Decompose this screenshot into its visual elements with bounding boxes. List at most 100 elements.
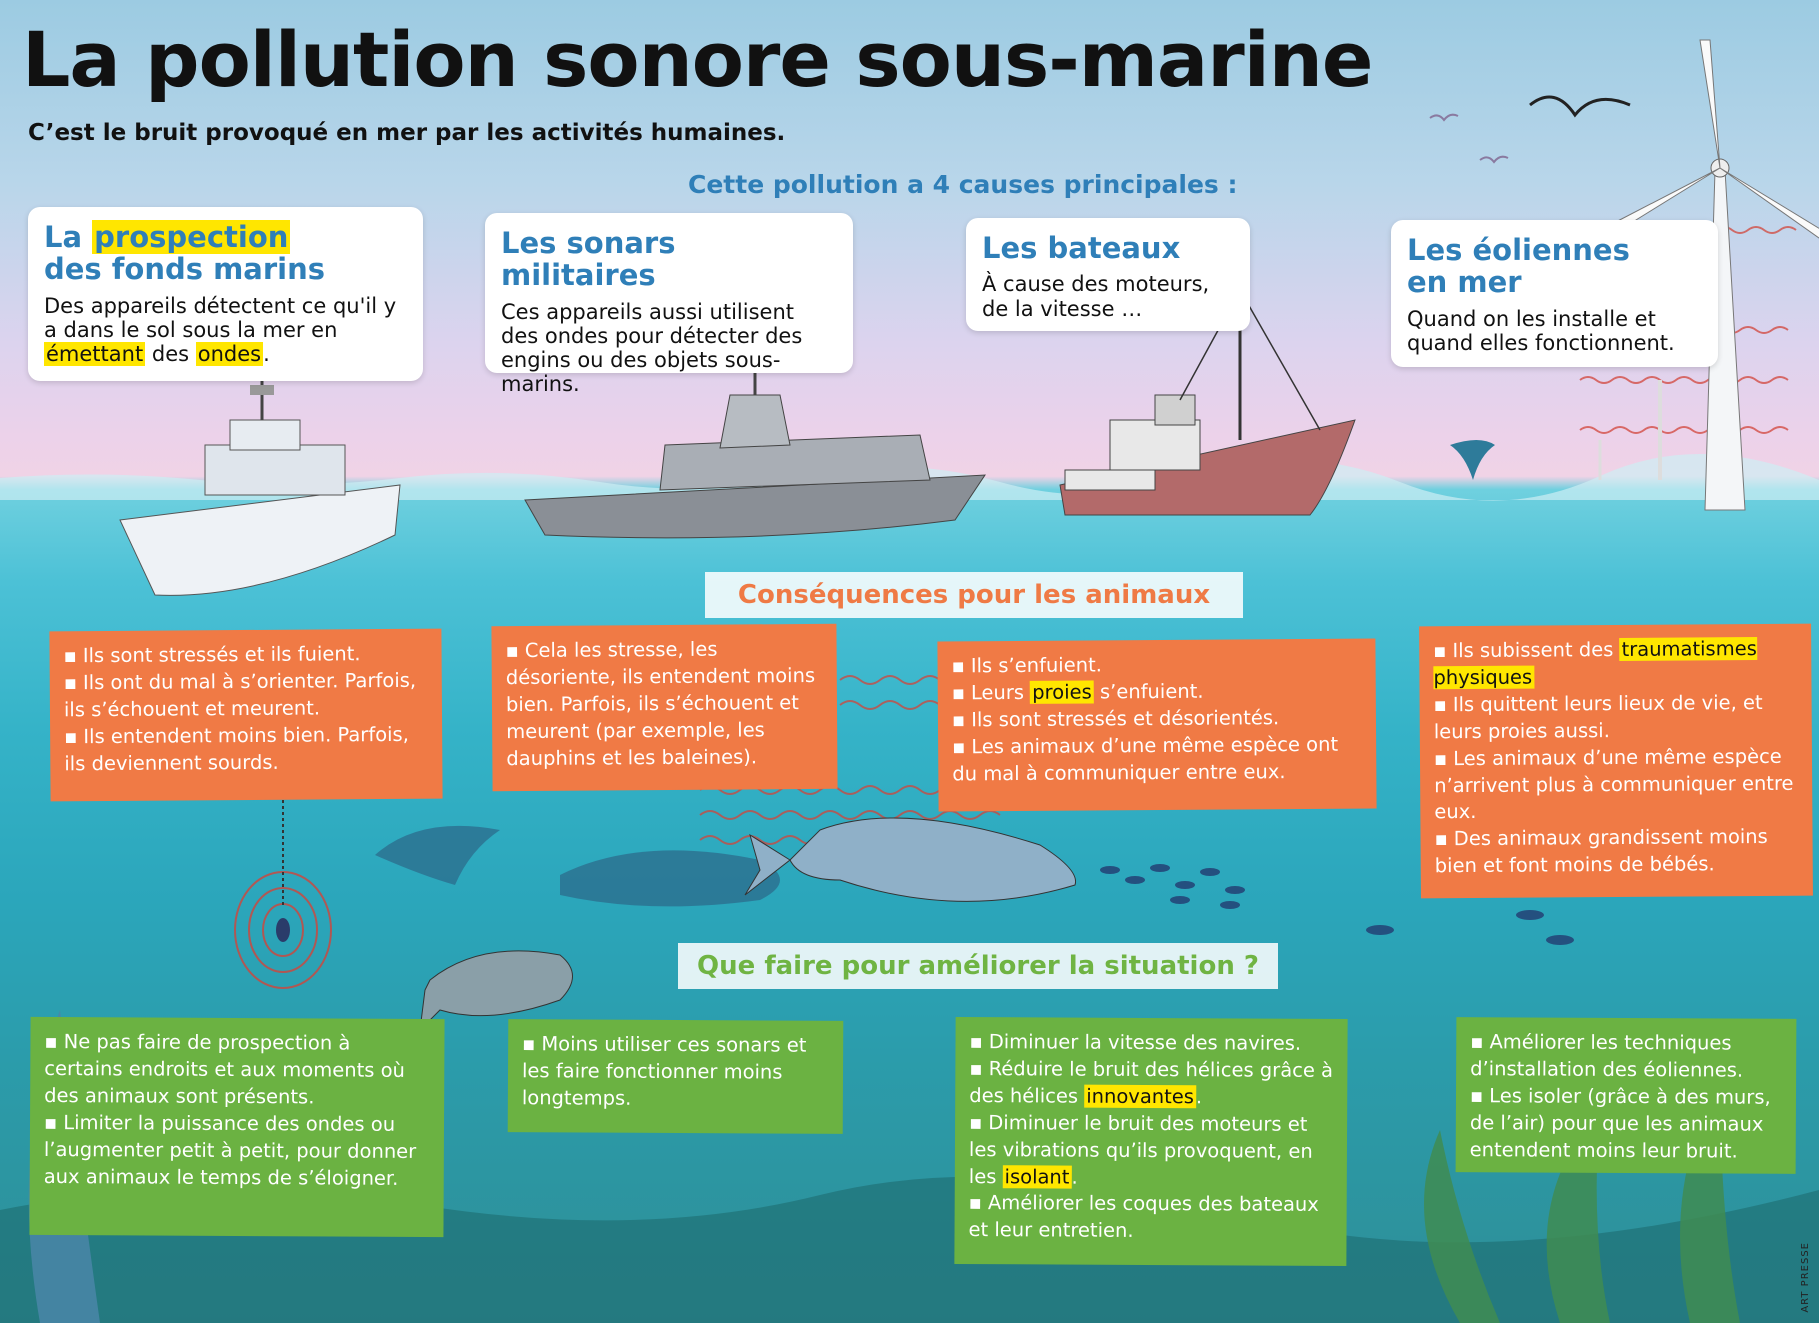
cause-text-sonars: Ces appareils aussi utilisent des ondes … (501, 299, 803, 397)
bullet: ▪ (63, 644, 77, 668)
bullet: ▪ (505, 639, 519, 663)
bullet: ▪ (951, 654, 965, 678)
consequence-text: Les animaux d’une même espèce ont du mal… (952, 732, 1339, 786)
bullet: ▪ (969, 1110, 983, 1134)
consequence-item: ▪Cela les stresse, les désoriente, ils e… (506, 636, 824, 773)
solution-box-sonars: ▪Moins utiliser ces sonars et les faire … (507, 1019, 844, 1134)
solution-item: ▪Les isoler (grâce à des murs, de l’air)… (1470, 1083, 1782, 1165)
cause-title-bateaux: Les bateaux (982, 231, 1181, 265)
bullet: ▪ (522, 1032, 536, 1056)
consequence-item: ▪Des animaux grandissent moins bien et f… (1434, 824, 1798, 880)
solution-box-eoliennes: ▪Améliorer les techniques d’installation… (1455, 1017, 1797, 1174)
consequence-item: ▪Les animaux d’une même espèce n’arriven… (1434, 743, 1799, 826)
consequence-box-bateaux: ▪Ils s’enfuient. ▪Leurs proies s’enfuien… (937, 638, 1377, 812)
solution-item: ▪Diminuer le bruit des moteurs et les vi… (969, 1110, 1333, 1193)
fish-school (1100, 864, 1574, 945)
solution-item: ▪Améliorer les coques des bateaux et leu… (968, 1190, 1332, 1246)
dolphin-silhouette (375, 825, 500, 885)
text-part: Ils subissent des (1452, 637, 1620, 663)
cause-title-part: La (44, 220, 93, 254)
solution-text: Diminuer la vitesse des navires. (988, 1030, 1302, 1055)
solution-box-prospection: ▪Ne pas faire de prospection à certains … (29, 1016, 445, 1238)
cause-text-prospection: Des appareils détectent ce qu'il y a dan… (44, 293, 407, 367)
bullet: ▪ (1434, 827, 1448, 851)
solution-text: Améliorer les techniques d’installation … (1470, 1030, 1744, 1082)
solution-item: ▪Réduire le bruit des hélices grâce à de… (969, 1056, 1333, 1112)
consequence-text: Ils s’enfuient. (970, 653, 1102, 678)
solution-text: Ne pas faire de prospection à certains e… (44, 1030, 405, 1109)
text-part: . (1195, 1085, 1203, 1109)
bullet: ▪ (1433, 746, 1448, 770)
solution-item: ▪Ne pas faire de prospection à certains … (44, 1029, 430, 1112)
consequence-text: Les animaux d’une même espèce n’arrivent… (1434, 744, 1794, 824)
cause-title-prospection: La prospection des fonds marins (44, 220, 407, 287)
highlight-word: proies (1030, 680, 1094, 704)
consequence-box-prospection: ▪Ils sont stressés et ils fuient. ▪Ils o… (49, 628, 443, 802)
bullet: ▪ (968, 1191, 982, 1215)
highlight-word: émettant (44, 342, 146, 367)
cause-title-eoliennes: Les éoliennes en mer (1407, 233, 1630, 300)
solution-text: Limiter la puissance des ondes ou l’augm… (43, 1110, 417, 1190)
consequence-item: ▪Ils quittent leurs lieux de vie, et leu… (1434, 690, 1798, 746)
cause-text-bateaux: À cause des moteurs, de la vitesse … (982, 272, 1210, 321)
solution-text: Moins utiliser ces sonars et les faire f… (521, 1032, 807, 1110)
consequence-box-eoliennes: ▪Ils subissent des traumatismes physique… (1419, 623, 1813, 899)
solution-item: ▪Améliorer les techniques d’installation… (1470, 1029, 1782, 1084)
bullet: ▪ (43, 1110, 58, 1134)
bullet: ▪ (64, 724, 78, 748)
page-title: La pollution sonore sous-marine (22, 15, 1373, 104)
cause-card-sonars: Les sonars militaires Ces appareils auss… (485, 213, 853, 396)
consequence-text: Ils quittent leurs lieux de vie, et leur… (1433, 690, 1763, 743)
consequence-item: ▪Ils subissent des traumatismes physique… (1433, 636, 1797, 692)
text-part: . (1071, 1165, 1078, 1189)
consequence-item: ▪Leurs proies s’enfuient. (952, 677, 1362, 707)
consequence-text: Des animaux grandissent moins bien et fo… (1434, 825, 1768, 878)
consequence-item: ▪Ils sont stressés et désorientés. (952, 704, 1362, 734)
consequence-box-sonars: ▪Cela les stresse, les désoriente, ils e… (491, 623, 838, 792)
tuna-illustration (744, 817, 1077, 902)
cause-card-eoliennes: Les éoliennes en mer Quand on les instal… (1391, 220, 1718, 367)
consequence-text: Ils entendent moins bien. Parfois, ils d… (64, 722, 409, 775)
consequence-item: ▪Ils entendent moins bien. Parfois, ils … (64, 721, 428, 777)
solution-item: ▪Diminuer la vitesse des navires. (969, 1029, 1333, 1058)
credit: ART PRESSE (1800, 1242, 1811, 1313)
bullet: ▪ (1433, 692, 1447, 717)
cause-title-highlight: prospection (92, 220, 291, 254)
highlight-word: innovantes (1084, 1084, 1197, 1109)
consequence-item: ▪Ils s’enfuient. (951, 651, 1361, 681)
consequences-heading: Conséquences pour les animaux (705, 572, 1243, 618)
consequence-text: Ils ont du mal à s’orienter. Parfois, il… (63, 668, 417, 722)
grouper-illustration (419, 950, 573, 1032)
text-part: . (263, 342, 270, 367)
bullet: ▪ (1470, 1030, 1484, 1054)
consequence-text: Ils sont stressés et désorientés. (971, 705, 1280, 732)
bullet: ▪ (951, 708, 966, 732)
consequence-item: ▪Ils sont stressés et ils fuient. (63, 641, 427, 670)
text-part: Leurs (970, 680, 1031, 705)
text-part: Des appareils détectent ce qu'il y a dan… (44, 293, 397, 343)
bullet: ▪ (44, 1029, 58, 1054)
text-part: des (145, 342, 196, 367)
highlight-word: isolant (1002, 1164, 1072, 1189)
bullet: ▪ (952, 735, 966, 759)
cause-card-bateaux: Les bateaux À cause des moteurs, de la v… (966, 218, 1250, 331)
solutions-heading: Que faire pour améliorer la situation ? (678, 943, 1278, 989)
consequence-text: Ils sont stressés et ils fuient. (82, 642, 361, 668)
cause-title-sonars: Les sonars militaires (501, 226, 676, 293)
bullet: ▪ (1433, 639, 1447, 663)
consequence-item: ▪Les animaux d’une même espèce ont du ma… (952, 731, 1362, 788)
bullet: ▪ (63, 671, 78, 695)
solution-item: ▪Moins utiliser ces sonars et les faire … (522, 1031, 829, 1113)
text-part: s’enfuient. (1093, 679, 1204, 704)
cause-text-eoliennes: Quand on les installe et quand elles fon… (1407, 306, 1675, 356)
causes-heading: Cette pollution a 4 causes principales : (688, 170, 1238, 199)
cause-title-part: des fonds marins (44, 252, 326, 287)
solution-text: Améliorer les coques des bateaux et leur… (968, 1191, 1319, 1243)
consequence-item: ▪Ils ont du mal à s’orienter. Parfois, i… (64, 668, 428, 724)
bullet: ▪ (1469, 1083, 1484, 1108)
page-subtitle: C’est le bruit provoqué en mer par les a… (28, 120, 786, 146)
solution-box-bateaux: ▪Diminuer la vitesse des navires. ▪Rédui… (954, 1016, 1348, 1267)
whale-silhouette (560, 850, 780, 907)
